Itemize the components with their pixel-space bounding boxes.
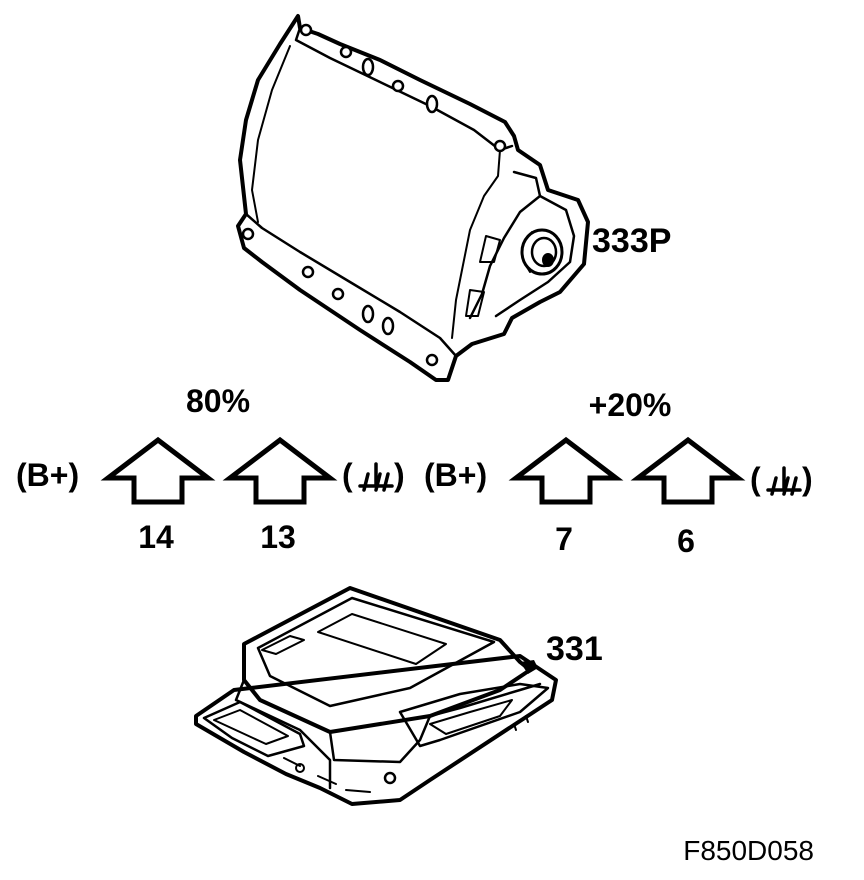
percent-label: +20% <box>589 387 672 423</box>
percent-label: 80% <box>186 383 250 419</box>
control-unit-label: 331 <box>546 630 603 668</box>
battery-positive-symbol: (B+) <box>424 457 487 493</box>
figure-code: F850D058 <box>683 835 814 866</box>
mounting-holes <box>241 23 507 367</box>
arrow-mark-icon <box>261 635 305 655</box>
arrow-up-icon <box>222 436 338 505</box>
svg-text:): ) <box>394 457 405 493</box>
svg-text:(: ( <box>750 461 761 497</box>
pin-number: 13 <box>260 519 296 555</box>
control-unit-drawing: 331 <box>194 586 603 806</box>
arrow-group-left: 80% (B+) ( ) 14 13 <box>16 383 405 555</box>
arrow-group-right: +20% (B+) ( ) 7 6 <box>424 387 813 559</box>
svg-text:): ) <box>802 461 813 497</box>
pin-number: 7 <box>555 521 573 557</box>
pin-number: 14 <box>138 519 174 555</box>
arrow-up-icon <box>630 436 746 505</box>
connector-nut <box>520 228 564 276</box>
airbag-module-label: 333P <box>592 222 671 260</box>
ground-symbol: ( ) <box>750 461 813 497</box>
svg-text:(: ( <box>342 457 353 493</box>
airbag-module-drawing: 333P <box>236 14 671 382</box>
arrow-up-icon <box>508 436 624 505</box>
pin-number: 6 <box>677 523 695 559</box>
ground-symbol: ( ) <box>342 457 405 493</box>
battery-positive-symbol: (B+) <box>16 457 79 493</box>
arrow-up-icon <box>100 436 216 505</box>
